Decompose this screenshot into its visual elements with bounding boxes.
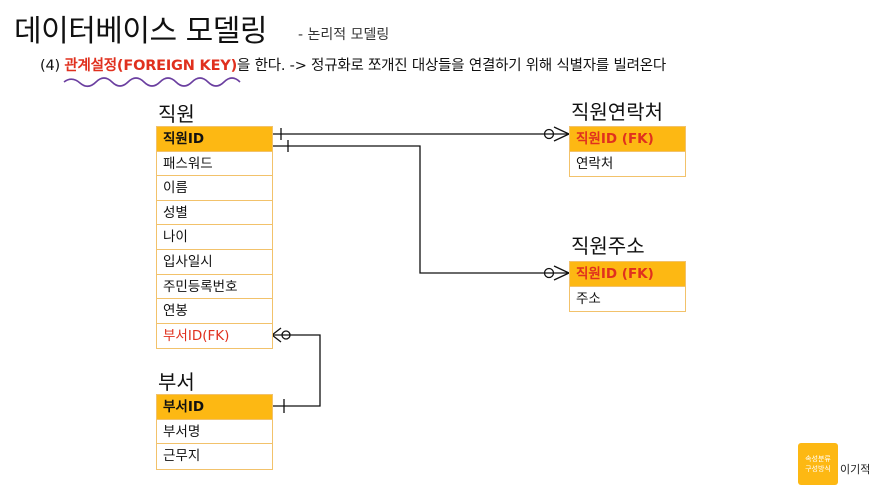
field-age: 나이 xyxy=(157,225,272,250)
logo-line-1: 속성분류 xyxy=(805,455,831,463)
step-text: 을 한다. -> 정규화로 쪼개진 대상들을 연결하기 위해 식별자를 빌려온다 xyxy=(237,58,667,74)
rel-employee-department xyxy=(271,327,321,413)
page-subtitle: - 논리적 모델링 xyxy=(298,27,390,43)
step-description: (4) 관계설정(FOREIGN KEY)을 한다. -> 정규화로 쪼개진 대… xyxy=(40,54,666,75)
logo-side-text: 이기적 xyxy=(840,463,871,476)
field-name: 이름 xyxy=(157,176,272,201)
entity-title-contact: 직원연락처 xyxy=(571,100,663,124)
entity-title-address: 직원주소 xyxy=(571,234,645,258)
highlight-underline xyxy=(63,77,241,88)
field-gender: 성별 xyxy=(157,201,272,226)
page-title: 데이터베이스 모델링 xyxy=(14,14,267,49)
field-department-id: 부서ID xyxy=(157,395,272,420)
field-contact-employee-fk: 직원ID (FK) xyxy=(570,127,685,152)
rel-employee-address xyxy=(272,140,570,281)
publisher-logo: 속성분류 구성방식 xyxy=(798,443,838,485)
entity-title-employee: 직원 xyxy=(158,102,195,126)
table-address: 직원ID (FK) 주소 xyxy=(569,261,686,313)
field-workplace: 근무지 xyxy=(163,448,201,465)
field-employee-id: 직원ID xyxy=(157,127,272,152)
table-contact: 직원ID (FK) 연락처 xyxy=(569,126,686,178)
field-department-fk: 부서ID(FK) xyxy=(163,327,230,344)
logo-line-2: 구성방식 xyxy=(805,465,831,473)
field-salary: 연봉 xyxy=(157,299,272,324)
field-hire-date: 입사일시 xyxy=(157,250,272,275)
field-contact: 연락처 xyxy=(576,155,614,172)
field-address-employee-fk: 직원ID (FK) xyxy=(570,262,685,287)
field-address: 주소 xyxy=(576,290,601,307)
field-password: 패스워드 xyxy=(157,152,272,177)
rel-employee-contact xyxy=(272,126,570,142)
entity-title-department: 부서 xyxy=(158,370,195,394)
table-employee: 직원ID 패스워드 이름 성별 나이 입사일시 주민등록번호 연봉 부서ID(F… xyxy=(156,126,273,350)
step-highlight: 관계설정(FOREIGN KEY) xyxy=(64,58,238,74)
step-number: (4) xyxy=(40,58,60,74)
table-department: 부서ID 부서명 근무지 xyxy=(156,394,273,470)
field-department-name: 부서명 xyxy=(157,420,272,445)
field-resident-number: 주민등록번호 xyxy=(157,275,272,300)
